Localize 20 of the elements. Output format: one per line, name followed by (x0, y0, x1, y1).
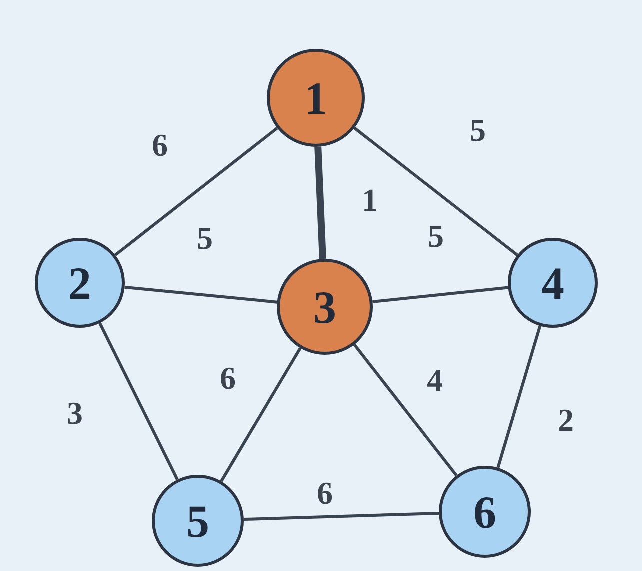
edge-label: 3 (67, 397, 83, 429)
edge-line (354, 126, 518, 256)
edge-label: 6 (220, 362, 236, 394)
edge-line (220, 348, 302, 482)
edge-line (114, 127, 278, 256)
edge-label: 5 (470, 114, 486, 146)
edge-label: 1 (362, 184, 378, 216)
edge-line (244, 512, 440, 522)
edge-label: 4 (427, 364, 443, 396)
edge-label: 6 (152, 129, 168, 161)
edge-line (124, 286, 278, 304)
edge-line (372, 286, 508, 304)
edge-label: 2 (558, 404, 574, 436)
edge-label: 5 (428, 220, 444, 252)
edge-line (353, 344, 458, 477)
edge-line (496, 326, 542, 468)
edge-line (314, 146, 326, 260)
edge-line (98, 322, 179, 480)
edge-label: 5 (197, 222, 213, 254)
edge-label: 6 (317, 477, 333, 509)
